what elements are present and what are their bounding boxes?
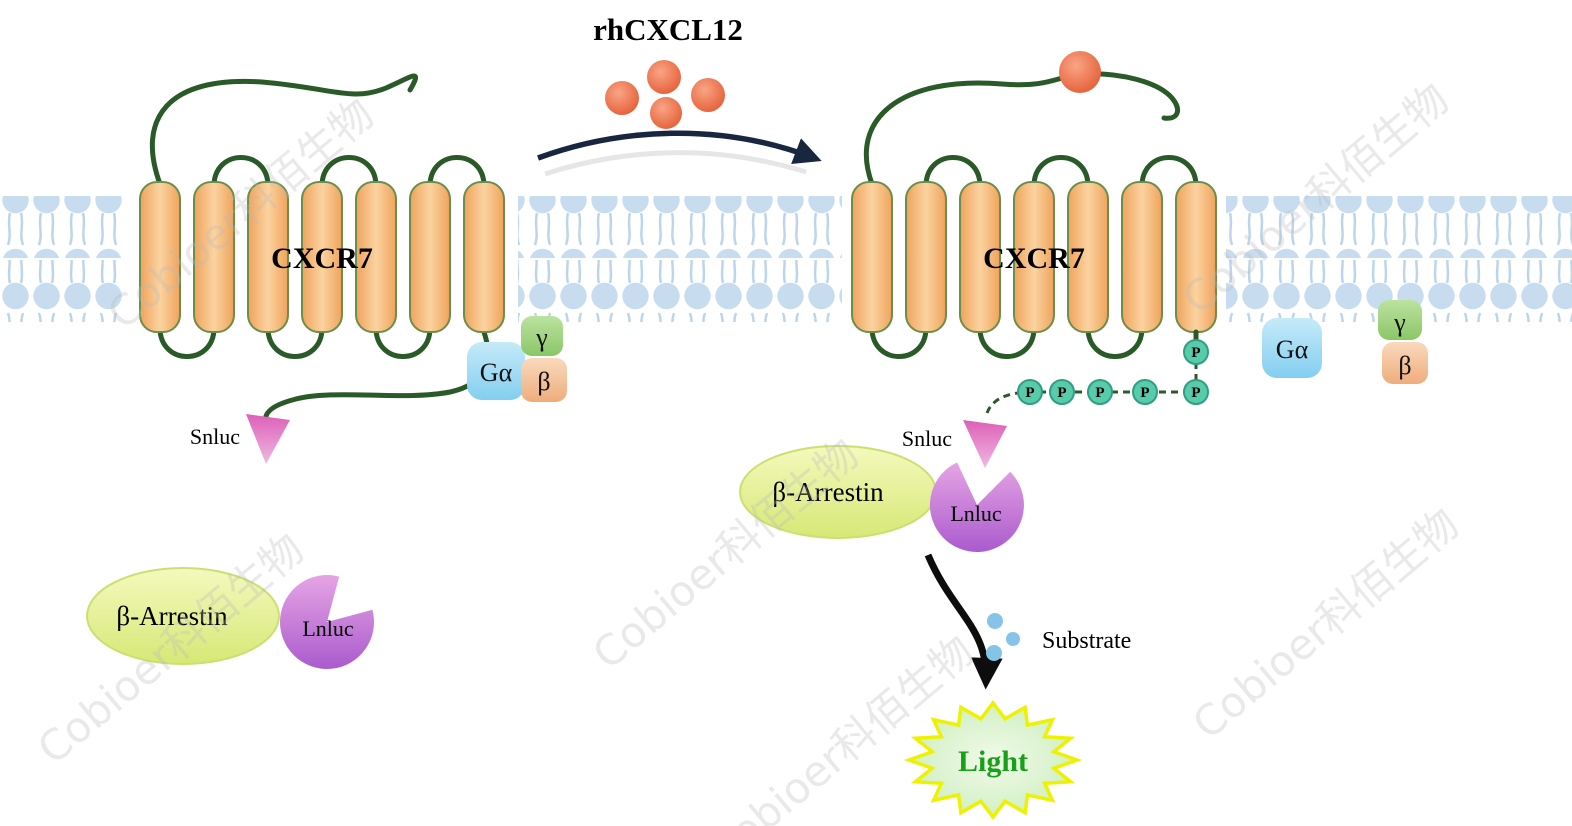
snluc-label-right: Snluc xyxy=(902,426,952,451)
snluc-label-left: Snluc xyxy=(190,424,240,449)
lnluc-fragment-right xyxy=(929,462,1024,553)
phosphate-label: P xyxy=(1095,385,1104,401)
phosphate-label: P xyxy=(1057,385,1066,401)
arrestin-label-left: β-Arrestin xyxy=(116,601,228,631)
ligand-molecules xyxy=(605,60,725,129)
phosphate-site: P xyxy=(1183,379,1209,405)
watermark-text: Cobioer科佰生物 xyxy=(1183,499,1467,749)
substrate-dots xyxy=(986,613,1020,661)
watermark-text: Cobioer科佰生物 xyxy=(28,524,312,774)
phosphate-label: P xyxy=(1191,385,1200,401)
lnluc-fragment-left xyxy=(280,574,375,669)
phosphate-site: P xyxy=(1017,379,1043,405)
ligand-molecule xyxy=(605,81,639,115)
snluc-fragment-left xyxy=(246,414,290,464)
phosphate-site: P xyxy=(1049,379,1075,405)
g-alpha-subunit xyxy=(467,342,525,400)
gamma-label: γ xyxy=(1393,308,1406,337)
phosphate-sites: P P P P P P xyxy=(1017,339,1209,405)
n-terminus-left xyxy=(149,73,418,187)
ligand-molecule-bound xyxy=(1059,51,1101,93)
beta-label: β xyxy=(1398,351,1411,380)
phosphate-site: P xyxy=(1087,379,1113,405)
activation-arrow-shadow xyxy=(544,150,807,177)
g-protein-complex-left: Gα γ β xyxy=(467,316,567,402)
c-terminal-tail-left xyxy=(263,329,491,419)
g-alpha-label: Gα xyxy=(1276,335,1309,364)
phosphate-label: P xyxy=(1140,385,1149,401)
watermark-text: Cobioer科佰生物 xyxy=(583,429,867,679)
gamma-subunit xyxy=(1378,300,1422,340)
reaction-arrow xyxy=(924,553,1003,690)
substrate-dot xyxy=(986,645,1002,661)
gamma-subunit xyxy=(521,316,563,356)
arrestin-label-right: β-Arrestin xyxy=(772,477,884,507)
ligand-molecule xyxy=(691,78,725,112)
phosphate-label: P xyxy=(1191,345,1200,361)
light-label: Light xyxy=(958,745,1028,778)
lnluc-label-left: Lnluc xyxy=(302,616,354,641)
g-alpha-label: Gα xyxy=(480,358,513,387)
g-alpha-subunit xyxy=(1262,318,1322,378)
g-protein-complex-right: Gα γ β xyxy=(1262,300,1428,384)
phosphate-site: P xyxy=(1183,339,1209,365)
ligand-title: rhCXCL12 xyxy=(593,12,743,47)
receptor-label-left: CXCR7 xyxy=(271,242,373,275)
beta-subunit xyxy=(1382,342,1428,384)
substrate-dot xyxy=(987,613,1003,629)
activation-arrow xyxy=(537,130,822,164)
beta-label: β xyxy=(537,367,550,396)
phosphate-site: P xyxy=(1132,379,1158,405)
ligand-molecule xyxy=(647,60,681,94)
gamma-label: γ xyxy=(535,323,548,352)
n-terminus-right xyxy=(864,71,1181,187)
beta-subunit xyxy=(521,358,567,402)
receptor-label-right: CXCR7 xyxy=(983,242,1085,275)
arrestin-body-left xyxy=(86,567,280,665)
phosphate-label: P xyxy=(1025,385,1034,401)
lnluc-label-right: Lnluc xyxy=(950,501,1002,526)
substrate-dot xyxy=(1006,632,1020,646)
light-burst xyxy=(903,700,1083,820)
snluc-fragment-right xyxy=(963,420,1007,468)
phospho-chain xyxy=(985,350,1198,414)
ligand-molecule xyxy=(650,97,682,129)
substrate-label: Substrate xyxy=(1042,628,1131,654)
watermark-layer: Cobioer科佰生物 Cobioer科佰生物 Cobioer科佰生物 Cobi… xyxy=(28,74,1467,826)
